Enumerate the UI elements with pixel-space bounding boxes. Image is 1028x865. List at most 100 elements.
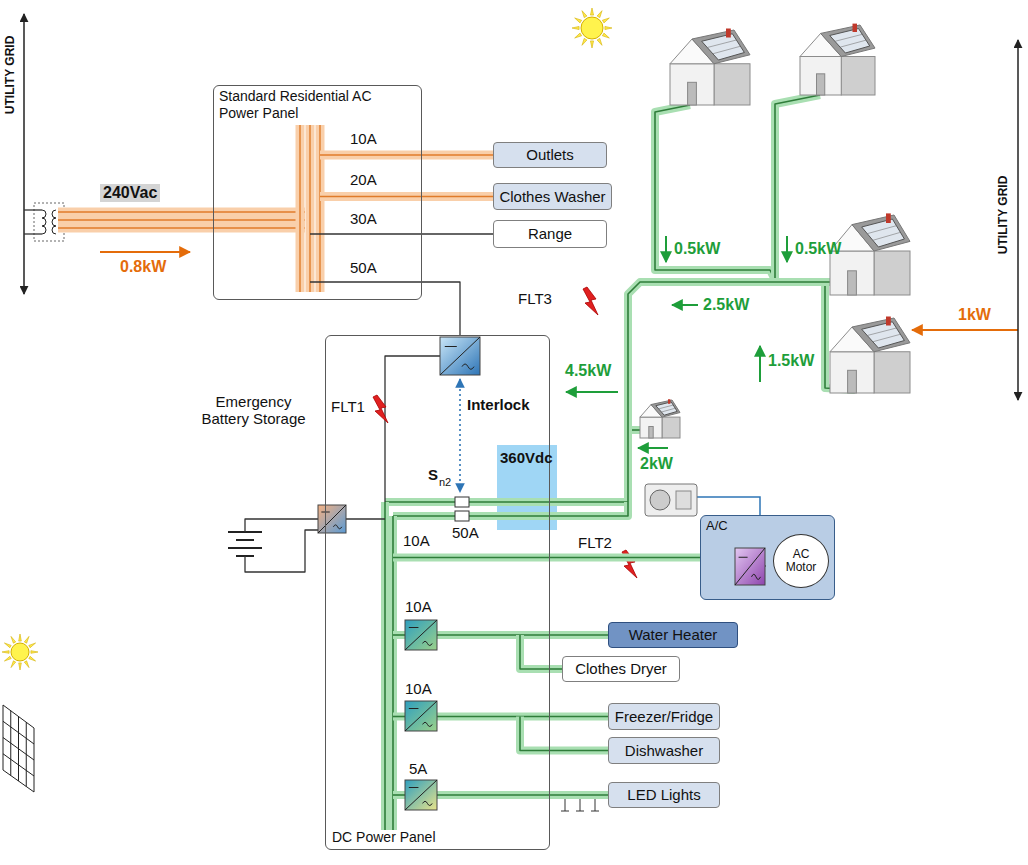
ac-bus xyxy=(320,125,321,292)
wire xyxy=(310,234,422,235)
ac-feed xyxy=(58,212,305,213)
wire xyxy=(437,716,550,717)
node-text: AC Motor xyxy=(779,548,823,574)
breaker-rating: 10A xyxy=(405,680,432,697)
breaker-rating: 10A xyxy=(405,598,432,615)
breaker-rating: 5A xyxy=(409,760,427,777)
power-flow: 1.5kW xyxy=(768,352,814,370)
breaker-rating: 50A xyxy=(350,259,377,276)
breaker-rating: 20A xyxy=(350,171,377,188)
node-text: Freezer/Fridge xyxy=(615,708,713,726)
ac-bus xyxy=(300,125,301,292)
sun-icon xyxy=(572,8,612,48)
feeder xyxy=(393,502,628,516)
ac-feed xyxy=(58,228,305,229)
flow-arrow xyxy=(100,251,190,253)
wire xyxy=(437,635,550,636)
wire xyxy=(393,716,405,717)
house-icon xyxy=(640,399,680,438)
power-flow: 2kW xyxy=(640,455,673,473)
wire xyxy=(520,717,550,751)
battery-label: Emergency Battery Storage xyxy=(196,393,311,428)
load-box: Freezer/Fridge xyxy=(608,703,720,730)
bus-voltage: 360Vdc xyxy=(500,449,553,466)
wire xyxy=(245,530,318,572)
interlock-link xyxy=(459,379,461,492)
flow-arrow xyxy=(566,391,618,393)
wire-connector xyxy=(550,795,608,796)
wire xyxy=(393,635,405,636)
converter-symbol xyxy=(735,548,765,585)
inverter-symbol xyxy=(734,547,766,587)
grid-label: UTILITY GRID xyxy=(997,174,1011,256)
wire xyxy=(393,557,550,558)
wire-connector xyxy=(422,155,493,156)
motor-circle: AC Motor xyxy=(773,534,829,588)
power-flow: 2.5kW xyxy=(703,296,749,314)
power-flow: 0.5kW xyxy=(674,240,720,258)
converter-symbol xyxy=(440,337,480,375)
node-text: Outlets xyxy=(526,146,574,164)
wire xyxy=(24,234,42,235)
node-text: Range xyxy=(528,225,572,243)
breaker-rating: 30A xyxy=(350,210,377,227)
wire xyxy=(24,210,42,211)
flow-arrow xyxy=(638,447,668,449)
house-icon xyxy=(830,317,910,394)
transformer-coil xyxy=(42,210,46,234)
refrigerant-line xyxy=(697,497,760,515)
fault-bolt xyxy=(373,395,388,423)
breaker-rating: 10A xyxy=(403,532,430,549)
flow-arrow xyxy=(786,236,788,262)
house-icon xyxy=(800,24,875,95)
node-text: LED Lights xyxy=(627,786,700,804)
load-box: Range xyxy=(493,220,607,248)
grid-label: UTILITY GRID xyxy=(4,34,18,116)
outdoor-unit-icon xyxy=(645,484,697,516)
node-text: Clothes Dryer xyxy=(575,660,667,678)
fault-marker: FLT1 xyxy=(331,398,365,415)
load-box: Outlets xyxy=(493,142,607,168)
feeder xyxy=(655,105,776,282)
load-box: Water Heater xyxy=(608,622,738,648)
wire-connector xyxy=(422,234,493,235)
ac-power-panel: Standard Residential AC Power Panel xyxy=(213,85,422,300)
converter-symbol xyxy=(405,620,437,650)
flow-arrow xyxy=(23,14,25,294)
voltage-label: 240Vac xyxy=(100,184,160,202)
wire-connector xyxy=(550,716,608,717)
wire-connector xyxy=(550,750,608,751)
converter-symbol xyxy=(318,505,346,533)
wire xyxy=(520,635,550,669)
wire xyxy=(385,356,440,502)
wire xyxy=(437,795,550,796)
breaker-rating: 10A xyxy=(350,130,377,147)
power-flow: 4.5kW xyxy=(565,362,611,380)
power-flow: 0.8kW xyxy=(120,258,166,276)
converter-symbol xyxy=(405,780,437,810)
wire xyxy=(320,196,422,197)
wire-connector xyxy=(422,282,460,335)
ac-bus xyxy=(310,125,311,292)
load-box: Clothes Washer xyxy=(493,183,612,210)
node-text: DC Power Panel xyxy=(332,829,549,846)
feeder xyxy=(385,282,832,502)
converter-symbol xyxy=(405,701,437,731)
transformer-coil xyxy=(52,210,56,234)
flow-arrow xyxy=(672,304,698,306)
battery-plate xyxy=(228,547,262,549)
load-box: Dishwasher xyxy=(608,737,720,764)
node-text: Water Heater xyxy=(629,626,718,644)
flow-arrow xyxy=(1017,40,1019,400)
breaker-switch xyxy=(455,511,469,521)
flow-arrow xyxy=(759,346,761,382)
house-icon xyxy=(670,29,750,106)
house-icon xyxy=(830,213,910,295)
wire-connector xyxy=(550,635,608,636)
wire xyxy=(393,795,405,796)
battery-plate xyxy=(236,539,254,541)
ac-unit-box: A/CAC Motor xyxy=(700,515,835,600)
dc-bus xyxy=(393,516,394,830)
load-box: Clothes Dryer xyxy=(562,656,680,682)
